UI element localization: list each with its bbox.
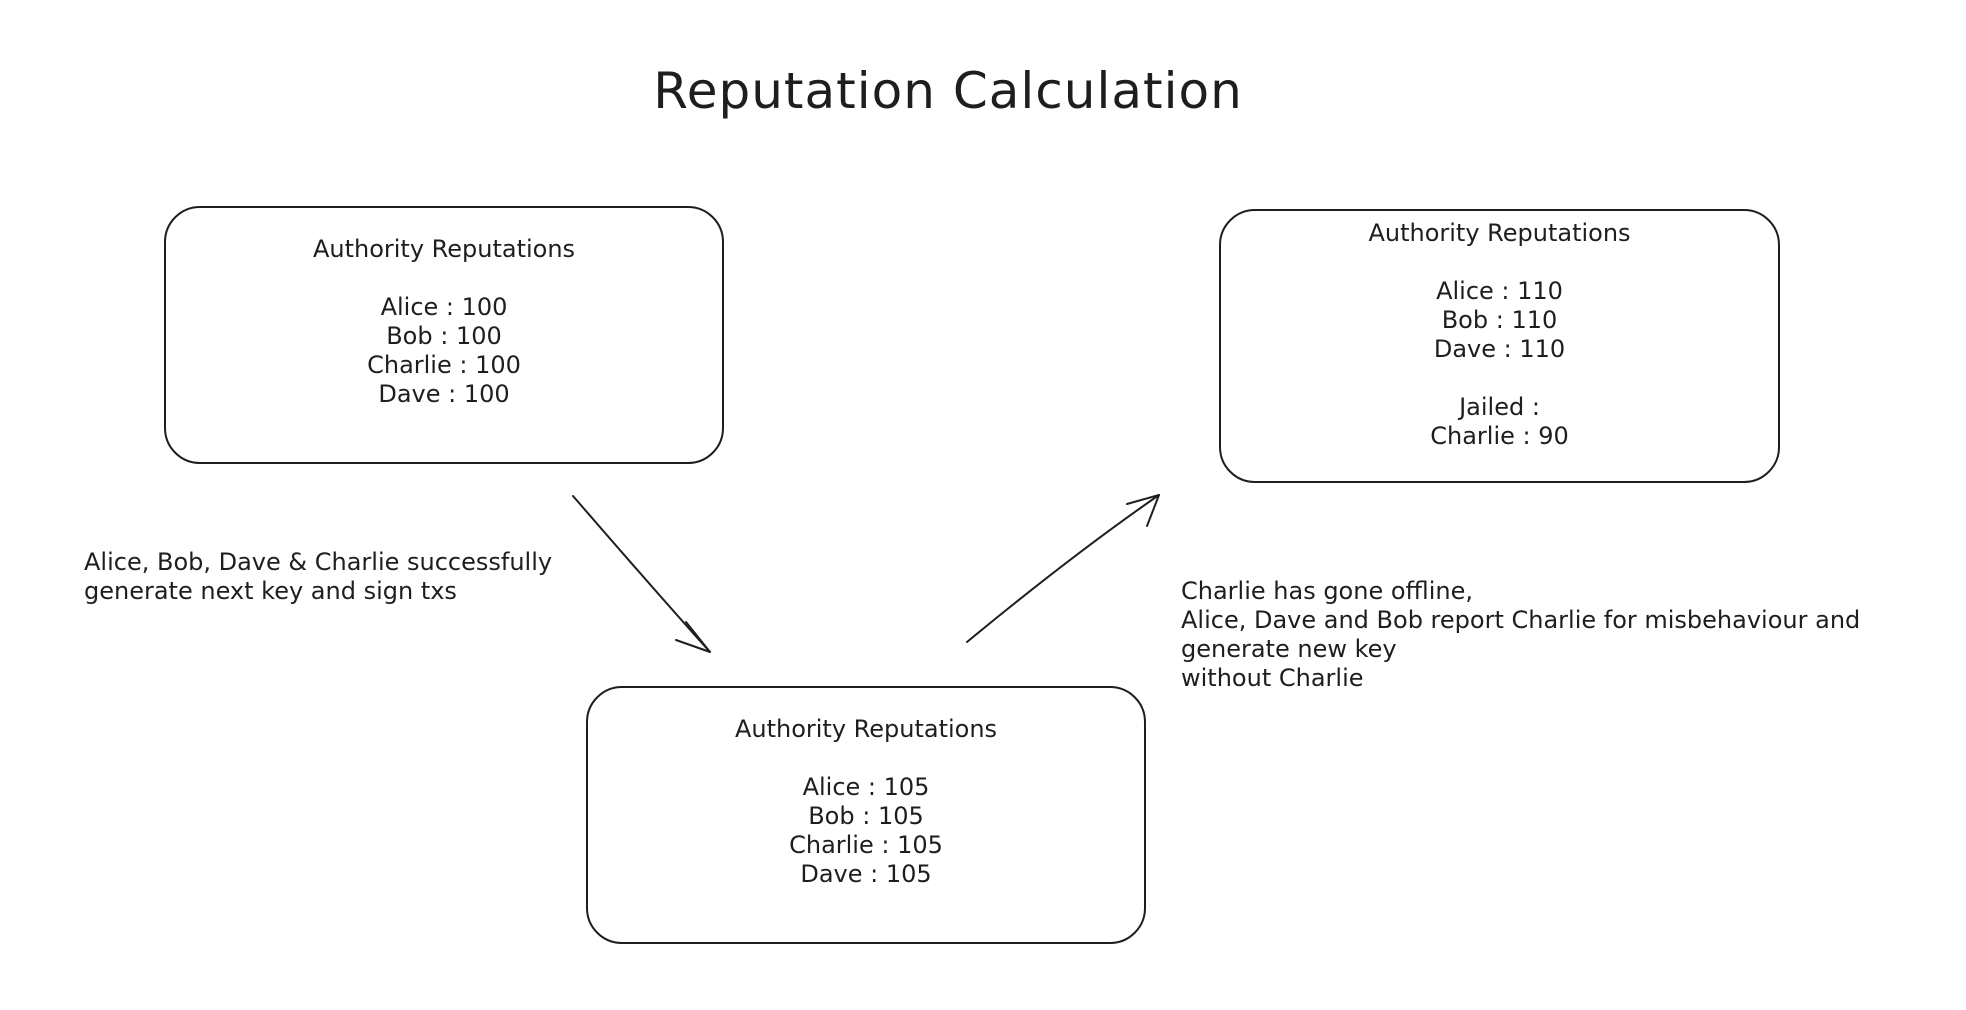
reputation-entry-alice: Alice : 100	[380, 293, 508, 321]
arrow-success-to-report	[966, 494, 1160, 643]
reputation-entry-alice: Alice : 110	[1436, 277, 1563, 305]
box-heading: Authority Reputations	[1368, 219, 1631, 247]
reputation-entry-alice: Alice : 105	[802, 773, 930, 801]
note-line: Alice, Dave and Bob report Charlie for m…	[1181, 606, 1861, 634]
box-heading: Authority Reputations	[734, 715, 998, 743]
note-line: Charlie has gone offline,	[1181, 577, 1474, 605]
arrow-head	[675, 621, 711, 653]
after-report-reputation-box: Authority Reputations Alice : 110 Bob : …	[1219, 209, 1780, 483]
reputation-entry-dave: Dave : 110	[1433, 335, 1566, 363]
jailed-label: Jailed :	[1459, 393, 1540, 421]
offline-note: Charlie has gone offline, Alice, Dave an…	[1181, 577, 1860, 693]
initial-reputation-box: Authority Reputations Alice : 100 Bob : …	[164, 206, 724, 464]
reputation-entry-bob: Bob : 105	[808, 802, 924, 830]
success-note: Alice, Bob, Dave & Charlie successfully …	[84, 548, 552, 606]
reputation-entry-charlie: Charlie : 100	[367, 351, 521, 379]
note-line: generate new key	[1181, 635, 1397, 663]
arrow-initial-to-success	[572, 495, 711, 653]
spacer	[1221, 364, 1778, 393]
arrow-shaft	[966, 494, 1160, 643]
arrow-shaft	[572, 495, 711, 653]
reputation-entry-dave: Dave : 105	[800, 860, 932, 888]
reputation-entry-bob: Bob : 100	[386, 322, 502, 350]
after-success-reputation-box: Authority Reputations Alice : 105 Bob : …	[586, 686, 1146, 944]
note-line: Alice, Bob, Dave & Charlie successfully	[84, 548, 553, 576]
reputation-entry-bob: Bob : 110	[1441, 306, 1558, 334]
reputation-entry-dave: Dave : 100	[378, 380, 510, 408]
arrow-head	[1126, 494, 1160, 527]
reputation-entry-charlie: Charlie : 105	[789, 831, 943, 859]
note-line: without Charlie	[1181, 664, 1364, 692]
box-heading: Authority Reputations	[312, 235, 576, 263]
jailed-entry-charlie: Charlie : 90	[1430, 422, 1569, 450]
diagram-title: Reputation Calculation	[653, 62, 1243, 120]
note-line: generate next key and sign txs	[84, 577, 457, 605]
